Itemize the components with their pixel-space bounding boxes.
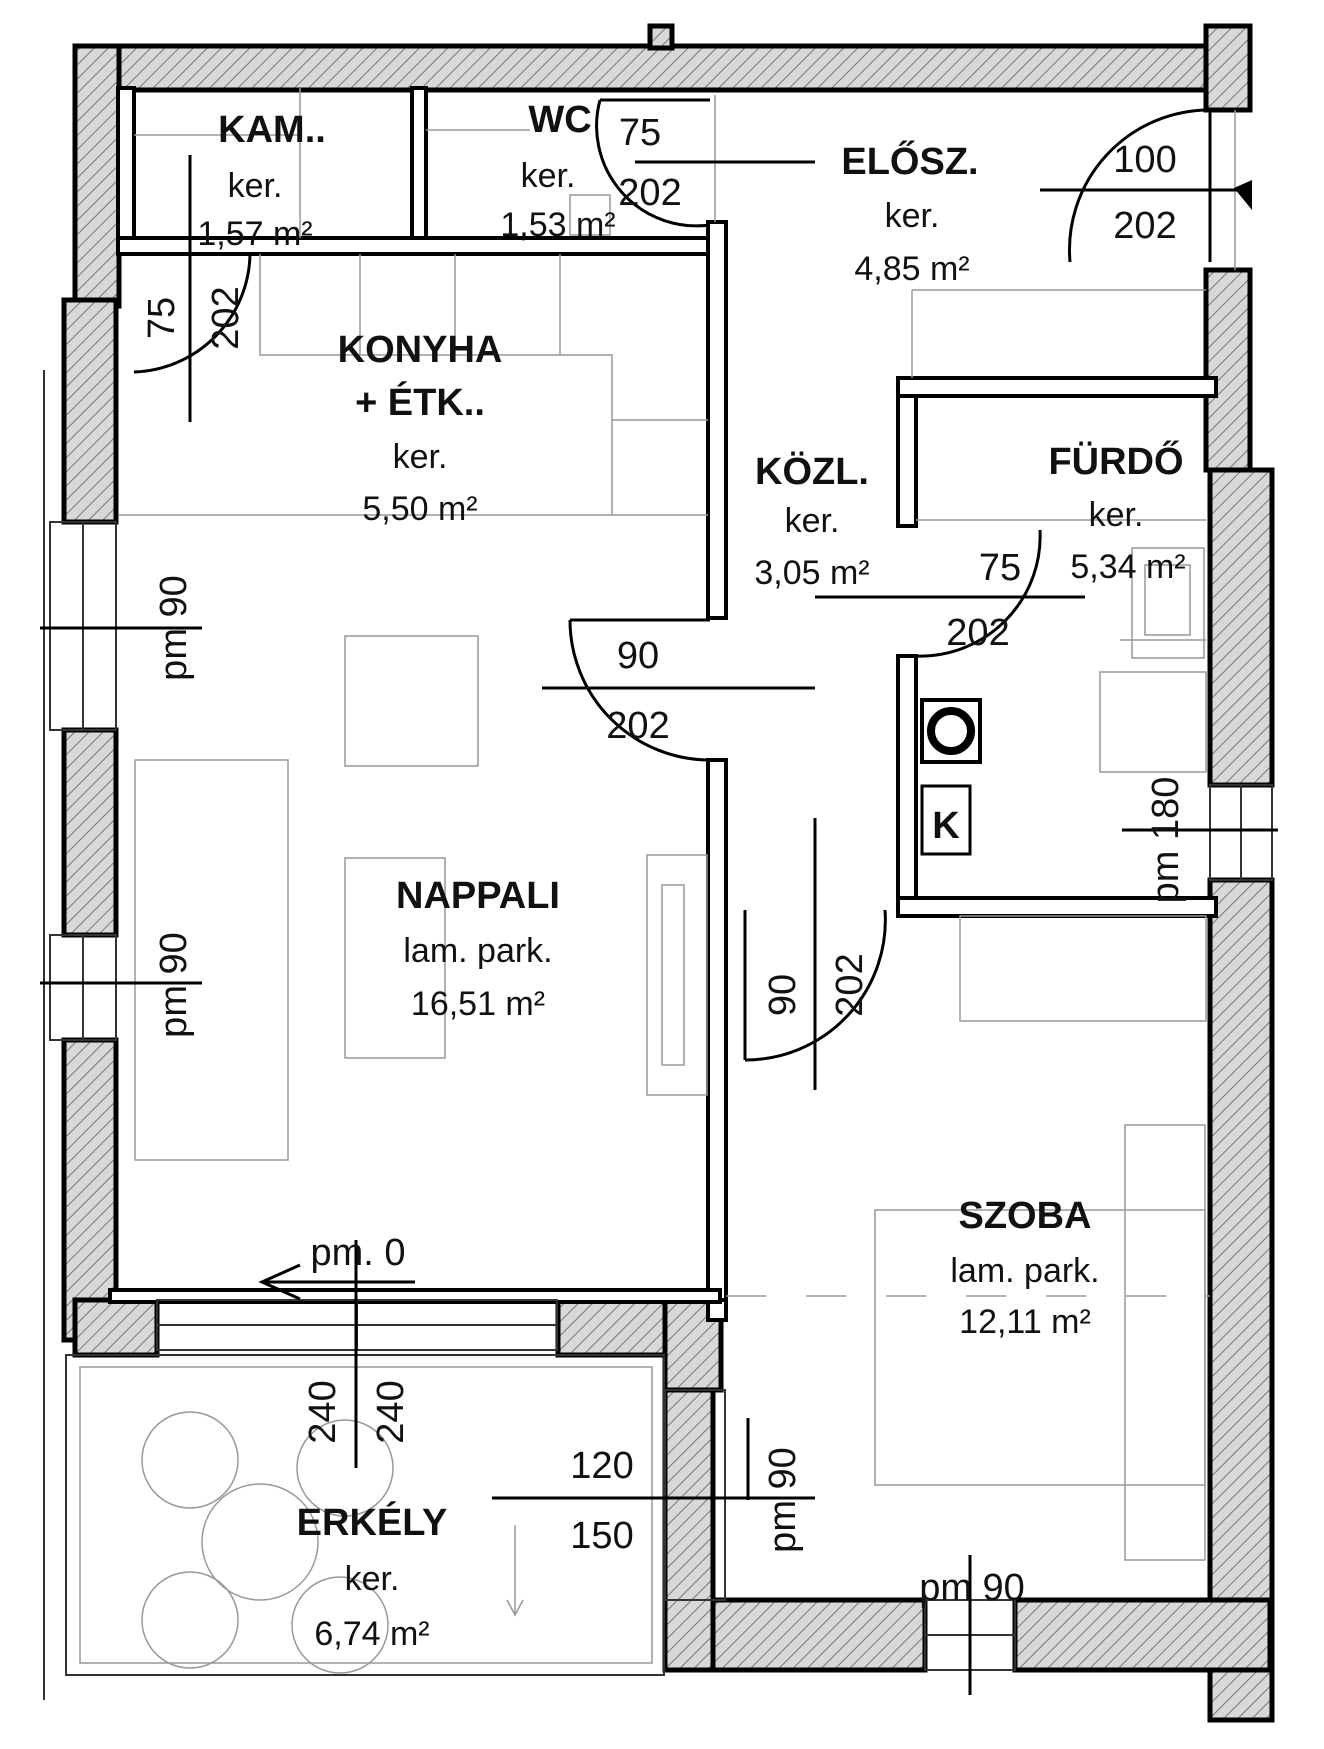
boiler-letter: K xyxy=(932,805,960,847)
erkely-floor: ker. xyxy=(345,1560,400,1598)
entry-door-width: 100 xyxy=(1113,139,1176,181)
door-swings xyxy=(40,98,1278,1695)
nappali-floor: lam. park. xyxy=(403,932,552,970)
window-living-lower: pm 90 xyxy=(153,932,195,1038)
furdo-floor: ker. xyxy=(1089,496,1144,534)
konyha-name-line2: + ÉTK.. xyxy=(355,380,485,424)
window-room-side: pm 90 xyxy=(762,1447,804,1553)
furniture xyxy=(118,88,1236,1561)
balcony-door-width-b: 240 xyxy=(370,1380,412,1443)
room-labels: KAM.. ker. 1,57 m² WC ker. 1,53 m² ELŐSZ… xyxy=(197,99,1185,1653)
eloszoba-floor: ker. xyxy=(885,197,940,235)
kamra-floor: ker. xyxy=(228,167,283,205)
room-door-height: 202 xyxy=(829,953,871,1016)
kamra-door-height: 202 xyxy=(205,286,247,349)
wc-area: 1,53 m² xyxy=(500,206,615,244)
wc-door-width: 75 xyxy=(619,112,661,154)
window-bath: pm 180 xyxy=(1145,777,1187,904)
konyha-floor: ker. xyxy=(393,438,448,476)
szoba-floor: lam. park. xyxy=(950,1252,1099,1290)
furdo-area: 5,34 m² xyxy=(1070,548,1185,586)
window-room-bottom: pm 90 xyxy=(919,1567,1025,1609)
kozlekedo-name: KÖZL. xyxy=(755,450,869,493)
kamra-door-width: 75 xyxy=(141,297,183,339)
nappali-area: 16,51 m² xyxy=(411,985,545,1023)
living-door-height: 202 xyxy=(606,705,669,747)
erkely-name: ERKÉLY xyxy=(297,1500,448,1544)
kozlekedo-floor: ker. xyxy=(785,502,840,540)
wc-name: WC xyxy=(528,99,591,141)
kamra-area: 1,57 m² xyxy=(197,215,312,253)
interior-walls xyxy=(108,86,1218,1322)
furdo-name: FÜRDŐ xyxy=(1048,439,1183,483)
szoba-area: 12,11 m² xyxy=(959,1303,1091,1341)
balcony-door-width-a: 240 xyxy=(302,1380,344,1443)
room-door-width: 90 xyxy=(762,974,804,1016)
wc-floor: ker. xyxy=(521,157,576,195)
eloszoba-area: 4,85 m² xyxy=(854,250,969,288)
kamra-name: KAM.. xyxy=(218,109,326,151)
erkely-area: 6,74 m² xyxy=(314,1615,429,1653)
bath-door-width: 75 xyxy=(979,547,1021,589)
wc-door-height: 202 xyxy=(618,172,681,214)
balcony-window-height: 150 xyxy=(570,1515,633,1557)
szoba-name: SZOBA xyxy=(959,1195,1092,1237)
entry-door-height: 202 xyxy=(1113,205,1176,247)
nappali-name: NAPPALI xyxy=(396,875,560,917)
dimension-labels: 75 202 100 202 75 202 75 202 90 202 90 2… xyxy=(141,112,1187,1609)
kozlekedo-area: 3,05 m² xyxy=(754,554,869,592)
balcony-window-width: 120 xyxy=(570,1445,633,1487)
living-door-width: 90 xyxy=(617,635,659,677)
bath-door-height: 202 xyxy=(946,612,1009,654)
eloszoba-name: ELŐSZ. xyxy=(841,139,978,183)
outer-walls xyxy=(61,23,1275,1723)
konyha-name-line1: KONYHA xyxy=(338,329,503,371)
threshold-level: pm. 0 xyxy=(310,1232,405,1274)
window-living-upper: pm 90 xyxy=(153,575,195,681)
konyha-area: 5,50 m² xyxy=(362,490,477,528)
